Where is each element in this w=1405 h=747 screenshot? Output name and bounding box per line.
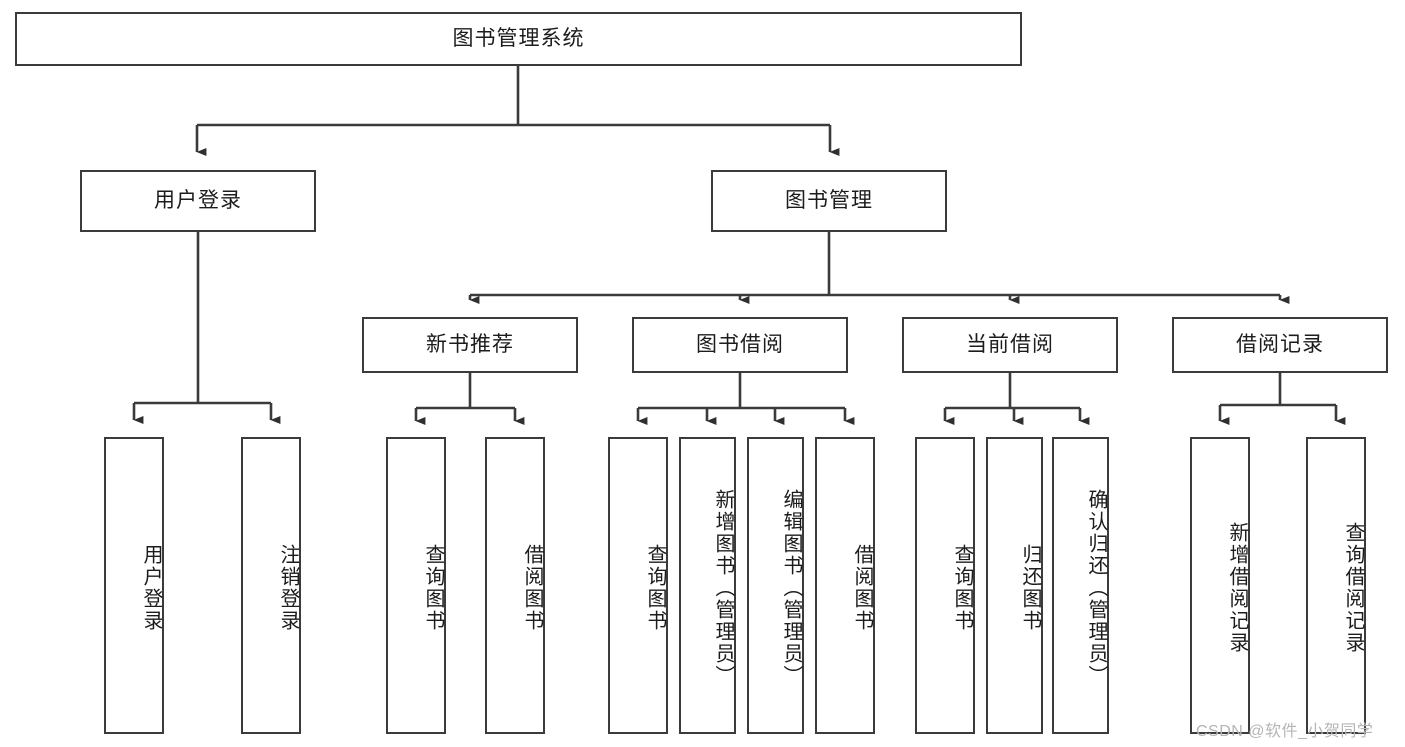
node-current-borrow[interactable]: 当前借阅 [902, 317, 1118, 373]
leaf-confirm-return-admin-label: 确认归还（管理员） [1085, 488, 1107, 687]
leaf-query-book-current-label: 查询图书 [951, 543, 973, 632]
leaf-edit-book-admin[interactable]: 编辑图书（管理员） [747, 437, 804, 734]
node-book-management-label: 图书管理 [785, 188, 873, 212]
node-book-management[interactable]: 图书管理 [711, 170, 947, 232]
leaf-borrow-book-recommend[interactable]: 借阅图书 [485, 437, 545, 734]
leaf-logout-label: 注销登录 [277, 543, 299, 632]
node-user-login[interactable]: 用户登录 [80, 170, 316, 232]
leaf-add-book-admin[interactable]: 新增图书（管理员） [679, 437, 736, 734]
node-user-login-label: 用户登录 [154, 188, 242, 212]
leaf-query-book-borrow-label: 查询图书 [644, 543, 666, 632]
leaf-borrow-book[interactable]: 借阅图书 [815, 437, 875, 734]
leaf-query-borrow-record-label: 查询借阅记录 [1342, 521, 1364, 654]
node-root[interactable]: 图书管理系统 [15, 12, 1022, 66]
node-book-borrow-label: 图书借阅 [696, 332, 784, 356]
leaf-query-book-recommend-label: 查询图书 [422, 543, 444, 632]
leaf-query-borrow-record[interactable]: 查询借阅记录 [1306, 437, 1366, 734]
node-borrow-record-label: 借阅记录 [1236, 332, 1324, 356]
leaf-user-login[interactable]: 用户登录 [104, 437, 164, 734]
leaf-return-book-label: 归还图书 [1019, 543, 1041, 632]
leaf-add-book-admin-label: 新增图书（管理员） [712, 488, 734, 687]
leaf-add-borrow-record-label: 新增借阅记录 [1226, 521, 1248, 654]
leaf-logout[interactable]: 注销登录 [241, 437, 301, 734]
leaf-query-book-borrow[interactable]: 查询图书 [608, 437, 668, 734]
node-borrow-record[interactable]: 借阅记录 [1172, 317, 1388, 373]
node-root-label: 图书管理系统 [452, 26, 585, 50]
leaf-borrow-book-recommend-label: 借阅图书 [521, 543, 543, 632]
leaf-edit-book-admin-label: 编辑图书（管理员） [780, 488, 802, 687]
leaf-return-book[interactable]: 归还图书 [986, 437, 1043, 734]
csdn-watermark: CSDN @软件_小贺同学 [1196, 723, 1374, 740]
node-new-book-recommend[interactable]: 新书推荐 [362, 317, 578, 373]
leaf-add-borrow-record[interactable]: 新增借阅记录 [1190, 437, 1250, 734]
leaf-confirm-return-admin[interactable]: 确认归还（管理员） [1052, 437, 1109, 734]
leaf-query-book-recommend[interactable]: 查询图书 [386, 437, 446, 734]
leaf-borrow-book-label: 借阅图书 [851, 543, 873, 632]
leaf-user-login-label: 用户登录 [140, 543, 162, 632]
leaf-query-book-current[interactable]: 查询图书 [915, 437, 975, 734]
node-current-borrow-label: 当前借阅 [966, 332, 1054, 356]
node-book-borrow[interactable]: 图书借阅 [632, 317, 848, 373]
node-new-book-recommend-label: 新书推荐 [426, 332, 514, 356]
